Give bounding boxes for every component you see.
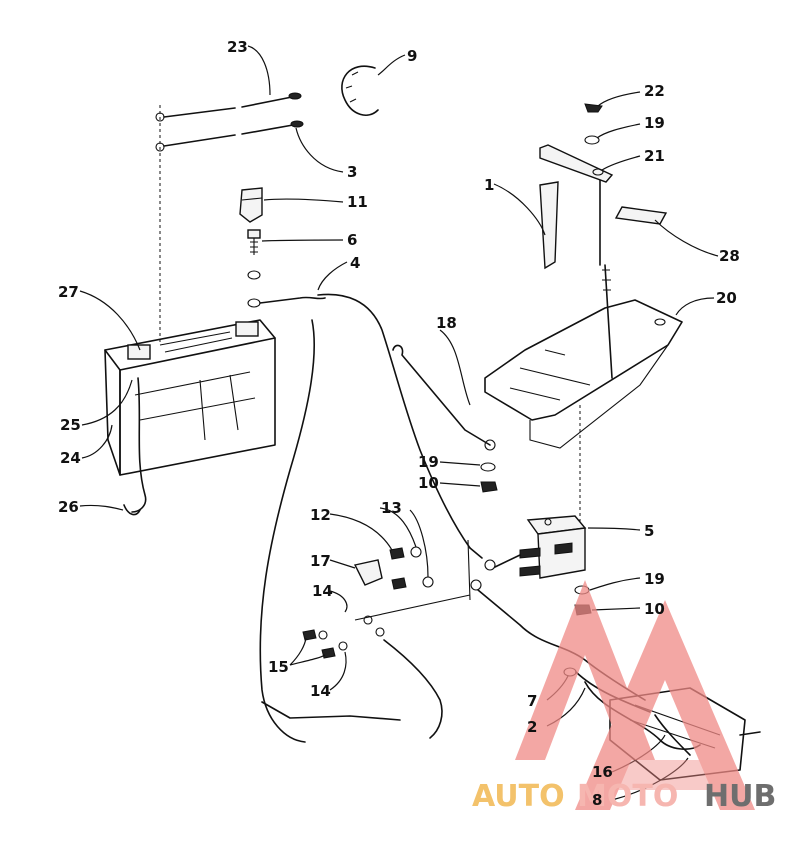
callout-label: 22 bbox=[644, 82, 665, 100]
nut bbox=[302, 629, 317, 641]
battery-cable-main bbox=[317, 293, 471, 549]
terminal-bolt bbox=[247, 229, 261, 255]
callout-label: 2 bbox=[527, 718, 537, 736]
callout-label: 28 bbox=[719, 247, 740, 265]
watermark-moto: MOTO bbox=[577, 779, 678, 814]
battery-tray bbox=[484, 299, 683, 449]
cable-run bbox=[261, 701, 401, 721]
terminal-boot bbox=[353, 559, 383, 586]
callout-label: 18 bbox=[436, 314, 457, 332]
callout-label: 14 bbox=[310, 682, 331, 700]
terminal-cap bbox=[239, 187, 263, 223]
callout-label: 3 bbox=[347, 163, 357, 181]
callout-label: 25 bbox=[60, 416, 81, 434]
battery-strap-lower bbox=[155, 120, 304, 152]
callout-label: 12 bbox=[310, 506, 331, 524]
callout-label: 10 bbox=[418, 474, 439, 492]
wire-clip bbox=[341, 65, 379, 116]
callout-label: 15 bbox=[268, 658, 289, 676]
callout-label: 19 bbox=[644, 570, 665, 588]
callout-label: 6 bbox=[347, 231, 357, 249]
nut bbox=[480, 481, 498, 493]
battery-cable-4 bbox=[259, 296, 326, 304]
bracket-1 bbox=[539, 181, 559, 270]
callout-label: 19 bbox=[644, 114, 665, 132]
nut bbox=[321, 647, 336, 659]
battery-terminal-left bbox=[127, 344, 151, 360]
battery bbox=[104, 319, 276, 476]
callout-label: 7 bbox=[527, 692, 537, 710]
lock-washer bbox=[422, 576, 434, 588]
lock-washer bbox=[410, 546, 422, 558]
lock-washer bbox=[318, 630, 328, 640]
hold-down-plate bbox=[539, 144, 614, 183]
cable-link bbox=[469, 547, 483, 559]
leader-lines bbox=[79, 45, 719, 801]
callout-label: 27 bbox=[58, 283, 79, 301]
harness-line bbox=[354, 539, 471, 621]
callout-label: 9 bbox=[407, 47, 417, 65]
callout-label: 20 bbox=[716, 289, 737, 307]
vent-tube-end bbox=[123, 504, 141, 516]
callout-label: 10 bbox=[644, 600, 665, 618]
ground-cable-2 bbox=[383, 639, 443, 739]
callout-label: 23 bbox=[227, 38, 248, 56]
callout-label: 21 bbox=[644, 147, 665, 165]
ground-cable bbox=[259, 319, 315, 743]
lock-washer bbox=[338, 641, 348, 651]
watermark-triangle-inner bbox=[585, 760, 745, 790]
nut bbox=[389, 547, 405, 560]
hold-down-stud bbox=[604, 264, 613, 379]
callout-label: 5 bbox=[644, 522, 654, 540]
battery-strap-upper bbox=[155, 92, 302, 122]
cable-link bbox=[494, 554, 521, 568]
nut bbox=[391, 577, 407, 590]
callout-label: 26 bbox=[58, 498, 79, 516]
callout-label: 16 bbox=[592, 763, 613, 781]
watermark-logo bbox=[515, 580, 755, 810]
callout-label: 8 bbox=[592, 791, 602, 809]
watermark-triangle bbox=[575, 600, 755, 810]
callout-label: 13 bbox=[381, 499, 402, 517]
washer bbox=[480, 462, 496, 472]
battery-pad bbox=[614, 206, 668, 225]
cable-tie bbox=[654, 714, 691, 756]
ring-terminal bbox=[247, 270, 261, 280]
callout-label: 1 bbox=[484, 176, 494, 194]
callout-label: 14 bbox=[312, 582, 333, 600]
wing-nut bbox=[584, 103, 603, 113]
washer bbox=[584, 135, 600, 145]
callout-label: 19 bbox=[418, 453, 439, 471]
starter-solenoid bbox=[519, 515, 587, 579]
callout-label: 17 bbox=[310, 552, 331, 570]
callout-label: 4 bbox=[350, 254, 360, 272]
ring-terminal bbox=[247, 298, 261, 308]
callout-label: 11 bbox=[347, 193, 368, 211]
support-rod bbox=[392, 344, 491, 446]
watermark-hub: HUB bbox=[704, 779, 776, 814]
battery-terminal-right bbox=[235, 321, 259, 337]
cable-2 bbox=[584, 681, 701, 750]
watermark-auto: AUTO bbox=[472, 779, 565, 814]
callout-labels: 23 9 22 19 21 3 1 11 6 28 4 20 27 18 25 … bbox=[58, 38, 740, 809]
vent-tube bbox=[131, 377, 147, 513]
callout-label: 24 bbox=[60, 449, 81, 467]
